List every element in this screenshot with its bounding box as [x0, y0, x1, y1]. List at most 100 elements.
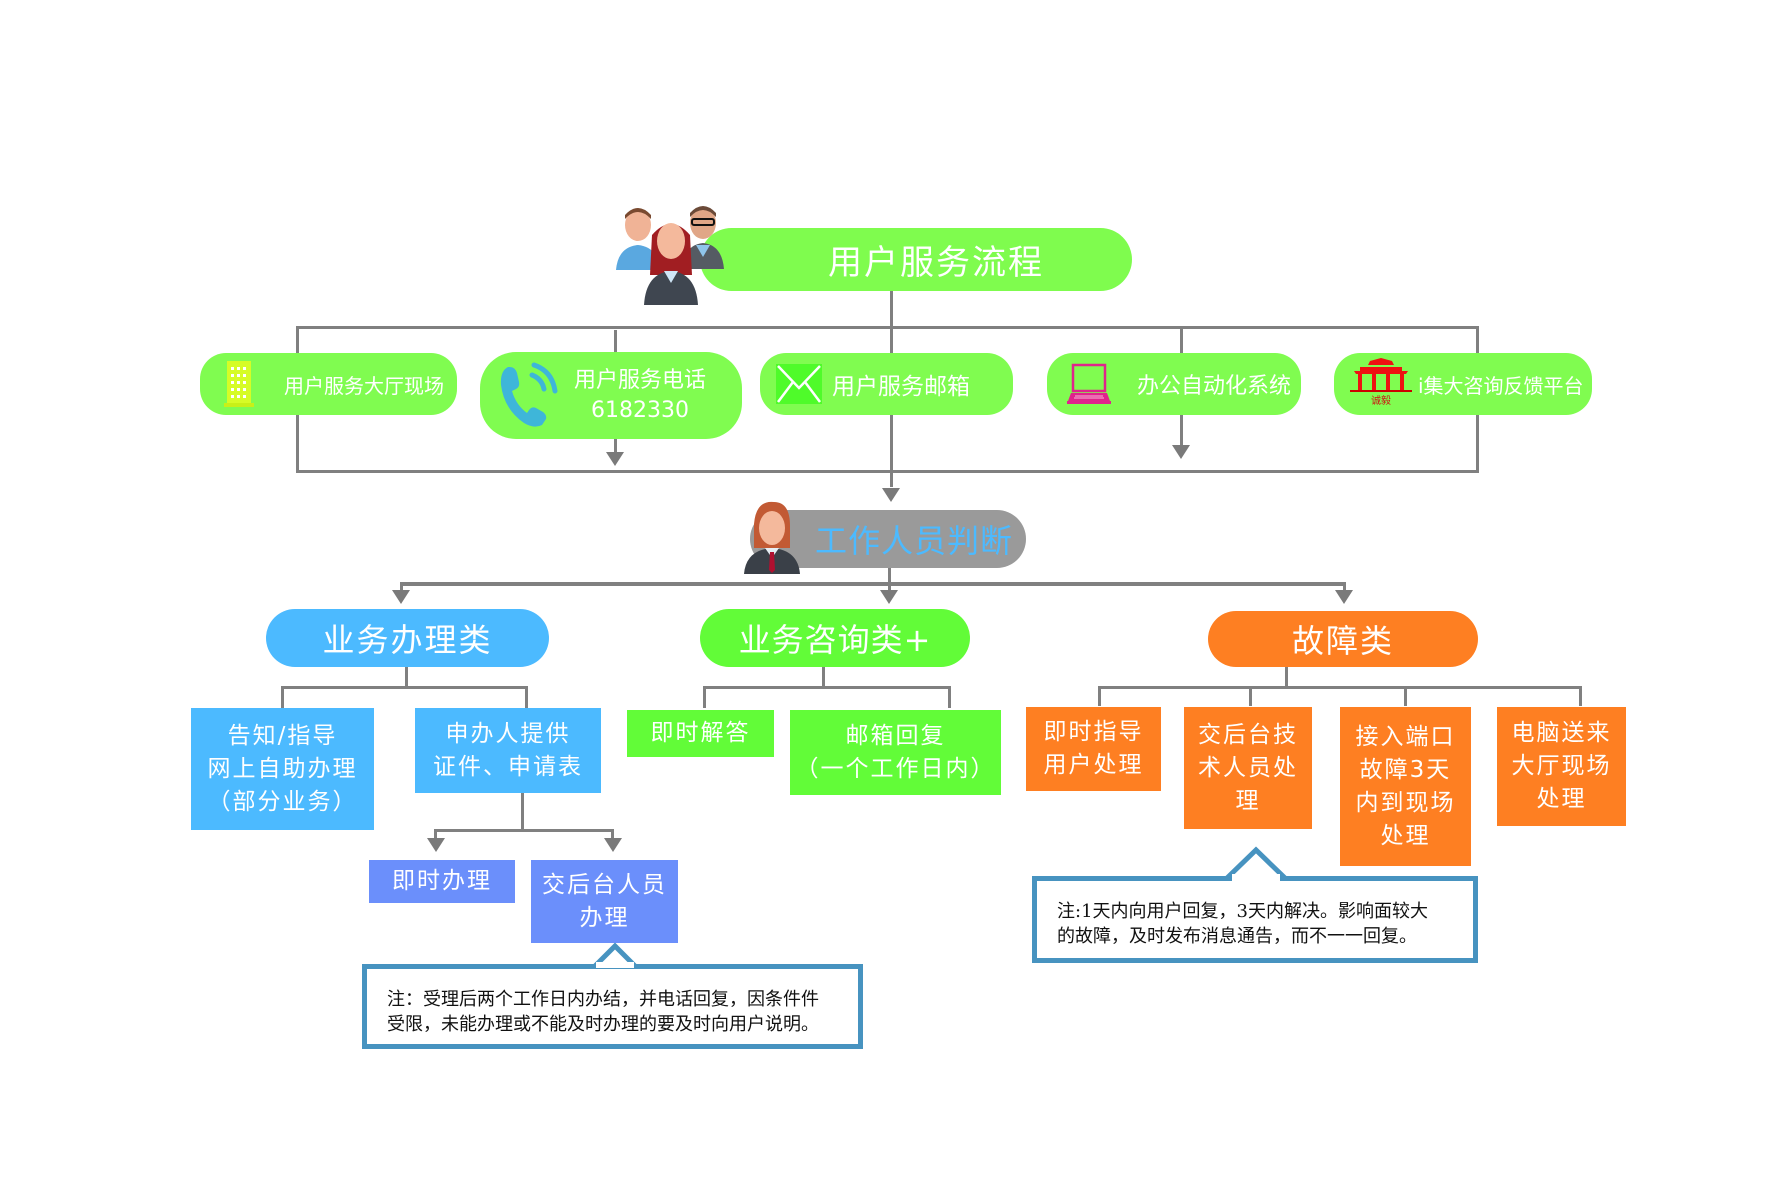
business-note-line1: 注：受理后两个工作日内办结，并电话回复，因条件件	[387, 989, 819, 1010]
channel-feedback-label: i集大咨询反馈平台	[1418, 373, 1584, 398]
category-bar	[400, 582, 1346, 586]
fault-item-backend-line3: 理	[1235, 787, 1261, 814]
judge-pill: 工作人员判断	[750, 510, 1026, 568]
fault-item-port: 接入端口 故障3天 内到现场 处理	[1340, 707, 1471, 866]
svg-text:诚毅: 诚毅	[1371, 394, 1391, 407]
business-note-tip-mask	[596, 962, 634, 968]
business-sub-backend-line2: 办理	[579, 904, 630, 931]
channel-hall-label: 用户服务大厅现场	[284, 373, 444, 398]
fault-note: 注:1天内向用户回复，3天内解决。影响面较大 的故障，及时发布消息通告，而不一一…	[1032, 876, 1478, 963]
consult-item-instant-label: 即时解答	[650, 720, 751, 746]
fault-item-hall-line3: 处理	[1536, 786, 1587, 812]
channel-hall[interactable]: 用户服务大厅现场	[200, 353, 457, 415]
channel-phone-label: 用户服务电话	[574, 367, 707, 393]
fault-item-port-line2: 故障3天	[1359, 756, 1452, 783]
arrow-to-fault	[1335, 590, 1353, 604]
title-pill: 用户服务流程	[700, 228, 1132, 291]
channel-bracket-top	[296, 326, 1479, 329]
fault-item-hall-line2: 大厅现场	[1511, 753, 1612, 779]
channel-phone[interactable]: 用户服务电话 6182330	[480, 352, 742, 439]
fault-branch-4	[1579, 686, 1582, 706]
user-group-icon	[608, 205, 738, 305]
business-note: 注：受理后两个工作日内办结，并电话回复，因条件件 受限，未能办理或不能及时办理的…	[362, 964, 863, 1049]
phone-icon	[498, 361, 560, 431]
consult-branch-right	[948, 686, 951, 708]
business-item-submit-line1: 申办人提供	[445, 720, 571, 747]
fault-stem	[1285, 667, 1288, 688]
business-item-guide-line1: 告知/指导	[227, 722, 338, 749]
category-consult: 业务咨询类+	[700, 609, 970, 667]
oa-connector-bottom	[1180, 415, 1183, 445]
consult-item-email: 邮箱回复 （一个工作日内）	[790, 710, 1001, 795]
fault-item-backend: 交后台技 术人员处 理	[1184, 707, 1312, 829]
fault-item-hall: 电脑送来 大厅现场 处理	[1497, 707, 1626, 826]
category-business: 业务办理类	[266, 609, 549, 667]
business-branch	[281, 686, 528, 689]
business-item-guide-line3: （部分业务）	[207, 788, 358, 815]
arrow-to-immediate	[427, 838, 445, 852]
business-sub-immediate-label: 即时办理	[392, 868, 492, 894]
business-branch-right	[525, 686, 528, 708]
fault-branch-1	[1098, 686, 1101, 706]
fault-item-guide-line2: 用户处理	[1043, 752, 1144, 778]
oa-arrow	[1172, 445, 1190, 459]
fault-note-tip	[1225, 846, 1287, 882]
fault-branch	[1098, 686, 1582, 689]
phone-arrow	[606, 452, 624, 466]
submit-branch-right	[611, 829, 614, 839]
oa-connector-top	[1180, 328, 1183, 354]
arrow-to-consult	[880, 590, 898, 604]
business-sub-immediate: 即时办理	[369, 860, 515, 903]
consult-item-email-line1: 邮箱回复	[845, 722, 946, 749]
fault-note-line2: 的故障，及时发布消息通告，而不一一回复。	[1057, 926, 1417, 947]
business-drop	[400, 584, 403, 592]
business-item-guide: 告知/指导 网上自助办理 （部分业务）	[191, 708, 374, 830]
channel-email-label: 用户服务邮箱	[832, 374, 970, 400]
consult-item-email-line2: （一个工作日内）	[795, 755, 996, 782]
business-stem	[405, 667, 408, 688]
category-fault: 故障类	[1208, 611, 1478, 667]
fault-note-line1: 注:1天内向用户回复，3天内解决。影响面较大	[1057, 901, 1428, 922]
envelope-icon	[776, 364, 822, 404]
consult-branch-left	[703, 686, 706, 708]
fault-item-backend-line2: 术人员处	[1198, 754, 1298, 781]
category-consult-label: 业务咨询类+	[738, 621, 932, 659]
submit-branch	[434, 829, 614, 832]
fault-item-port-line3: 内到现场	[1355, 789, 1456, 816]
business-sub-backend: 交后台人员 办理	[531, 860, 678, 943]
submit-branch-left	[434, 829, 437, 839]
channel-email[interactable]: 用户服务邮箱	[760, 353, 1013, 415]
phone-connector-top	[614, 330, 617, 352]
business-sub-backend-line1: 交后台人员	[542, 871, 667, 898]
gate-logo-icon: 诚毅	[1350, 357, 1412, 411]
building-icon	[224, 359, 254, 409]
business-item-submit-line2: 证件、申请表	[433, 753, 583, 780]
fault-drop	[1343, 584, 1346, 592]
channel-feedback[interactable]: 诚毅 i集大咨询反馈平台	[1334, 353, 1592, 415]
fault-branch-3	[1404, 686, 1407, 706]
channel-bracket-bottom	[296, 470, 1479, 473]
category-business-label: 业务办理类	[322, 621, 493, 659]
category-fault-label: 故障类	[1291, 622, 1394, 660]
fault-item-backend-line1: 交后台技	[1198, 721, 1298, 748]
fault-item-port-line4: 处理	[1380, 822, 1431, 849]
fault-item-guide-line1: 即时指导	[1043, 719, 1144, 745]
judge-label: 工作人员判断	[814, 522, 1013, 560]
fault-note-tip-mask	[1232, 874, 1280, 881]
fault-branch-2	[1249, 686, 1252, 706]
business-branch-left	[281, 686, 284, 708]
arrow-to-judge	[882, 488, 900, 502]
channel-oa-label: 办公自动化系统	[1137, 374, 1292, 399]
fault-item-port-line1: 接入端口	[1355, 723, 1456, 750]
consult-item-instant: 即时解答	[627, 710, 774, 757]
submit-stem	[521, 793, 524, 830]
fault-item-guide: 即时指导 用户处理	[1026, 707, 1161, 791]
laptop-icon	[1067, 363, 1111, 405]
phone-connector-bottom	[614, 438, 617, 454]
business-item-submit: 申办人提供 证件、申请表	[415, 708, 601, 793]
consult-stem	[822, 667, 825, 688]
arrow-to-backend	[604, 838, 622, 852]
title-label: 用户服务流程	[828, 243, 1044, 283]
business-item-guide-line2: 网上自助办理	[207, 755, 358, 782]
channel-oa[interactable]: 办公自动化系统	[1047, 353, 1301, 415]
